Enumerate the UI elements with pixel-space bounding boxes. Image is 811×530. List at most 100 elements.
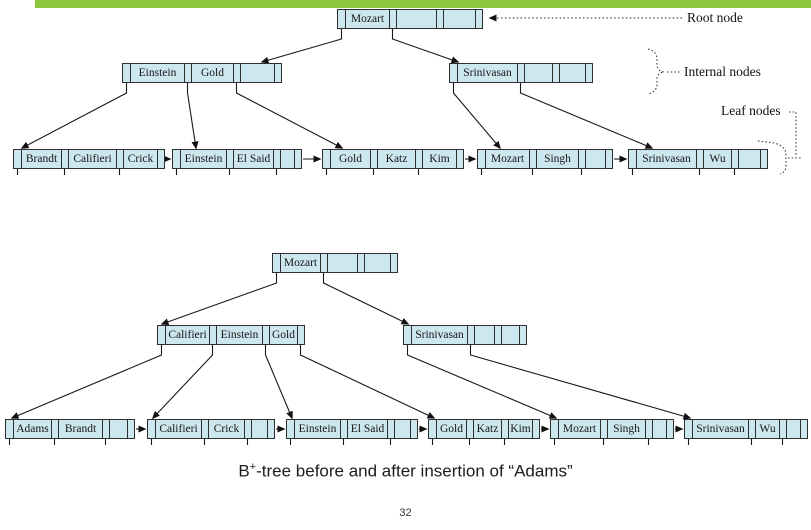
key-cell: Mozart xyxy=(345,10,389,28)
pointer-cell xyxy=(760,150,767,168)
tree-pointer-arrow xyxy=(20,83,128,149)
key-cell xyxy=(501,326,519,344)
key-cell: Katz xyxy=(473,420,501,438)
pointer-cell xyxy=(501,420,508,438)
key-cell: Wu xyxy=(703,150,731,168)
key-cell xyxy=(652,420,666,438)
btree-node-t2r: Mozart xyxy=(272,253,398,273)
pointer-cell xyxy=(338,10,345,28)
key-cell: Katz xyxy=(377,150,415,168)
pointer-cell xyxy=(287,420,294,438)
tree-pointer-arrow xyxy=(235,83,344,149)
key-cell: Wu xyxy=(755,420,779,438)
pointer-cell xyxy=(244,420,251,438)
slide-accent-bar xyxy=(35,0,811,8)
key-cell: Brandt xyxy=(58,420,102,438)
btree-node-t2i2: Srinivasan xyxy=(403,325,527,345)
internal-nodes-callout-brace xyxy=(647,48,680,95)
pointer-cell xyxy=(357,254,364,272)
pointer-cell xyxy=(800,420,807,438)
key-cell: Califieri xyxy=(165,326,209,344)
key-cell: Einstein xyxy=(294,420,340,438)
key-cell: Einstein xyxy=(216,326,262,344)
key-cell xyxy=(240,64,274,82)
pointer-cell xyxy=(629,150,636,168)
pointer-cell xyxy=(157,150,164,168)
key-cell: Mozart xyxy=(558,420,600,438)
key-cell xyxy=(585,150,605,168)
pointer-cell xyxy=(404,326,411,344)
leaf-nodes-callout-brace xyxy=(757,111,802,175)
key-cell: El Said xyxy=(233,150,273,168)
page-number: 32 xyxy=(399,507,412,519)
pointer-cell xyxy=(389,10,396,28)
pointer-cell xyxy=(226,150,233,168)
tree-pointer-arrow xyxy=(469,345,692,420)
pointer-cell xyxy=(173,150,180,168)
key-cell: Califieri xyxy=(68,150,116,168)
tree-pointer-arrow xyxy=(10,345,163,419)
pointer-cell xyxy=(370,150,377,168)
btree-node-t1l5: Srinivasan Wu xyxy=(628,149,768,169)
leaf-nodes-label: Leaf nodes xyxy=(721,103,781,118)
pointer-cell xyxy=(148,420,155,438)
pointer-cell xyxy=(466,420,473,438)
pointer-cell xyxy=(116,150,123,168)
key-cell: Kim xyxy=(422,150,456,168)
slide-caption: B+-tree before and after insertion of “A… xyxy=(0,461,811,482)
pointer-cell xyxy=(61,150,68,168)
pointer-cell xyxy=(390,254,397,272)
btree-node-t1i2: Srinivasan xyxy=(449,63,593,83)
pointer-cell xyxy=(127,420,134,438)
key-cell xyxy=(559,64,585,82)
btree-node-t1l1: Brandt Califieri Crick xyxy=(13,149,165,169)
key-cell xyxy=(280,150,294,168)
key-cell: Brandt xyxy=(21,150,61,168)
pointer-cell xyxy=(410,420,417,438)
pointer-cell xyxy=(517,64,524,82)
caption-rest: -tree before and after insertion of “Ada… xyxy=(256,461,573,481)
btree-node-t2l3: Einstein El Said xyxy=(286,419,418,439)
pointer-cell xyxy=(645,420,652,438)
pointer-cell xyxy=(748,420,755,438)
tree-pointer-arrow xyxy=(406,345,558,419)
pointer-cell xyxy=(102,420,109,438)
tree-pointer-arrow xyxy=(151,345,214,420)
key-cell: Srinivasan xyxy=(636,150,696,168)
key-cell xyxy=(109,420,127,438)
btree-node-t1r: Mozart xyxy=(337,9,483,29)
pointer-cell xyxy=(578,150,585,168)
key-cell: Gold xyxy=(191,64,233,82)
pointer-cell xyxy=(456,150,463,168)
tree-pointer-arrow xyxy=(391,29,460,64)
pointer-cell xyxy=(184,64,191,82)
pointer-cell xyxy=(552,64,559,82)
pointer-cell xyxy=(294,150,301,168)
tree-pointer-arrow xyxy=(260,29,343,64)
pointer-cell xyxy=(387,420,394,438)
key-cell: Mozart xyxy=(280,254,320,272)
pointer-cell xyxy=(450,64,457,82)
pointer-cell xyxy=(696,150,703,168)
pointer-cell xyxy=(273,254,280,272)
key-cell: Mozart xyxy=(485,150,529,168)
pointer-cell xyxy=(201,420,208,438)
key-cell: El Said xyxy=(347,420,387,438)
tree-pointer-arrow xyxy=(452,83,501,150)
pointer-cell xyxy=(779,420,786,438)
pointer-cell xyxy=(467,326,474,344)
tree-pointer-arrow xyxy=(299,345,436,419)
key-cell xyxy=(396,10,436,28)
key-cell xyxy=(738,150,760,168)
pointer-cell xyxy=(519,326,526,344)
pointer-cell xyxy=(209,326,216,344)
pointer-cell xyxy=(666,420,673,438)
key-cell: Crick xyxy=(123,150,157,168)
